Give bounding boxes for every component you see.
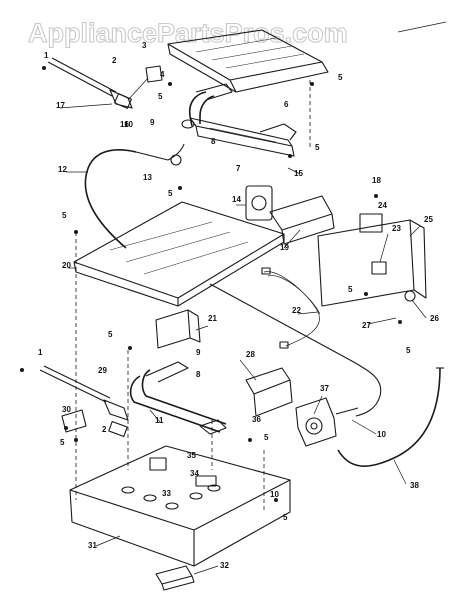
- callout-37: 37: [320, 384, 329, 393]
- callout-14: 14: [232, 195, 241, 204]
- callout-5: 5: [406, 346, 411, 355]
- lower-bracket: [155, 309, 201, 349]
- callout-16: 16: [120, 120, 129, 129]
- upper-burner-assembly: [181, 83, 297, 157]
- callout-6: 6: [284, 100, 289, 109]
- callout-10: 10: [124, 120, 133, 129]
- callout-15: 15: [294, 169, 303, 178]
- foot-part: [155, 565, 195, 591]
- oven-bottom-baffle: [73, 201, 285, 307]
- callout-8: 8: [211, 137, 216, 146]
- callout-5: 5: [348, 285, 353, 294]
- callout-5: 5: [158, 92, 163, 101]
- callout-9: 9: [196, 348, 201, 357]
- upper-heat-shield: [167, 29, 329, 93]
- callout-7: 7: [236, 164, 241, 173]
- wire-harness: [261, 267, 321, 349]
- callout-35: 35: [187, 451, 196, 460]
- callout-33: 33: [162, 489, 171, 498]
- callout-5: 5: [108, 330, 113, 339]
- callout-19: 19: [280, 243, 289, 252]
- callout-5: 5: [338, 73, 343, 82]
- oven-thermostat-valve: [245, 185, 335, 245]
- callout-10: 10: [377, 430, 386, 439]
- screws: [20, 66, 402, 502]
- callout-2: 2: [112, 56, 117, 65]
- callout-1: 1: [38, 348, 43, 357]
- callout-28: 28: [246, 350, 255, 359]
- callout-23: 23: [392, 224, 401, 233]
- callout-24: 24: [378, 201, 387, 210]
- callout-1: 1: [44, 51, 49, 60]
- callout-5: 5: [264, 433, 269, 442]
- callout-20: 20: [62, 261, 71, 270]
- callout-2: 2: [102, 425, 107, 434]
- callout-25: 25: [424, 215, 433, 224]
- alignment-lines: [75, 80, 311, 510]
- callout-32: 32: [220, 561, 229, 570]
- callout-5: 5: [283, 513, 288, 522]
- callout-21: 21: [208, 314, 217, 323]
- callout-labels: 1122345555555555567889910101011121314151…: [38, 41, 439, 570]
- callout-36: 36: [252, 415, 261, 424]
- control-box: [317, 213, 427, 307]
- callout-5: 5: [60, 438, 65, 447]
- callout-5: 5: [315, 143, 320, 152]
- callout-18: 18: [372, 176, 381, 185]
- leader-lines: [59, 103, 427, 575]
- top-right-rule: [397, 21, 447, 33]
- callout-22: 22: [292, 306, 301, 315]
- callout-26: 26: [430, 314, 439, 323]
- callout-5: 5: [62, 211, 67, 220]
- broiler-box: [69, 445, 291, 567]
- callout-9: 9: [150, 118, 155, 127]
- callout-4: 4: [160, 70, 165, 79]
- upper-igniter: [47, 57, 163, 109]
- lower-burner-assembly: [129, 361, 227, 435]
- callout-29: 29: [98, 366, 107, 375]
- callout-3: 3: [142, 41, 147, 50]
- callout-8: 8: [196, 370, 201, 379]
- callout-27: 27: [362, 321, 371, 330]
- flex-gas-line: [337, 367, 444, 467]
- lower-igniter: [39, 365, 129, 437]
- gas-supply-tube-upper: [84, 143, 185, 249]
- callout-38: 38: [410, 481, 419, 490]
- lower-gas-valve: [245, 367, 359, 447]
- gas-line-main: [209, 283, 382, 417]
- callout-17: 17: [56, 101, 65, 110]
- callout-11: 11: [155, 416, 164, 425]
- callout-30: 30: [62, 405, 71, 414]
- callout-12: 12: [58, 165, 67, 174]
- callout-13: 13: [143, 173, 152, 182]
- callout-10: 10: [270, 490, 279, 499]
- callout-5: 5: [168, 189, 173, 198]
- callout-34: 34: [190, 469, 199, 478]
- callout-31: 31: [88, 541, 97, 550]
- watermark: AppliancePartsPros.com: [28, 18, 348, 48]
